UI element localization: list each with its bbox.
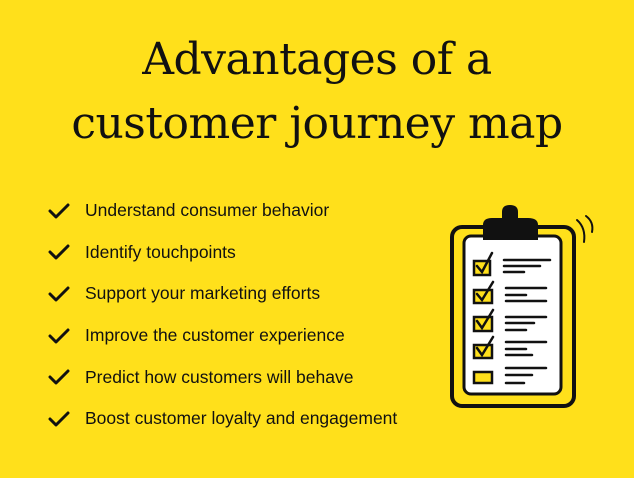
title-line-1: Advantages of a <box>142 34 492 85</box>
motion-lines-icon <box>576 215 594 243</box>
list-item: Understand consumer behavior <box>48 190 397 232</box>
list-item-label: Improve the customer experience <box>85 325 345 346</box>
check-icon <box>48 244 70 260</box>
check-icon <box>48 328 70 344</box>
list-item: Predict how customers will behave <box>48 356 397 398</box>
list-item-label: Support your marketing efforts <box>85 283 321 304</box>
list-item: Improve the customer experience <box>48 315 397 357</box>
list-item: Identify touchpoints <box>48 232 397 274</box>
list-item-label: Boost customer loyalty and engagement <box>85 408 398 429</box>
page-title: Advantages of a customer journey map <box>0 28 634 156</box>
list-item-label: Understand consumer behavior <box>85 200 330 221</box>
clipboard-clip <box>483 205 538 240</box>
check-icon <box>48 411 70 427</box>
list-item-label: Identify touchpoints <box>85 241 236 262</box>
check-icon <box>48 369 70 385</box>
title-line-2: customer journey map <box>71 98 563 149</box>
advantages-list: Understand consumer behavior Identify to… <box>48 190 397 440</box>
list-item: Support your marketing efforts <box>48 273 397 315</box>
clipboard-illustration <box>450 205 594 408</box>
list-item: Boost customer loyalty and engagement <box>48 398 397 440</box>
checklist-rows <box>472 251 552 385</box>
list-item-label: Predict how customers will behave <box>85 366 354 387</box>
check-icon <box>48 286 70 302</box>
check-icon <box>48 203 70 219</box>
